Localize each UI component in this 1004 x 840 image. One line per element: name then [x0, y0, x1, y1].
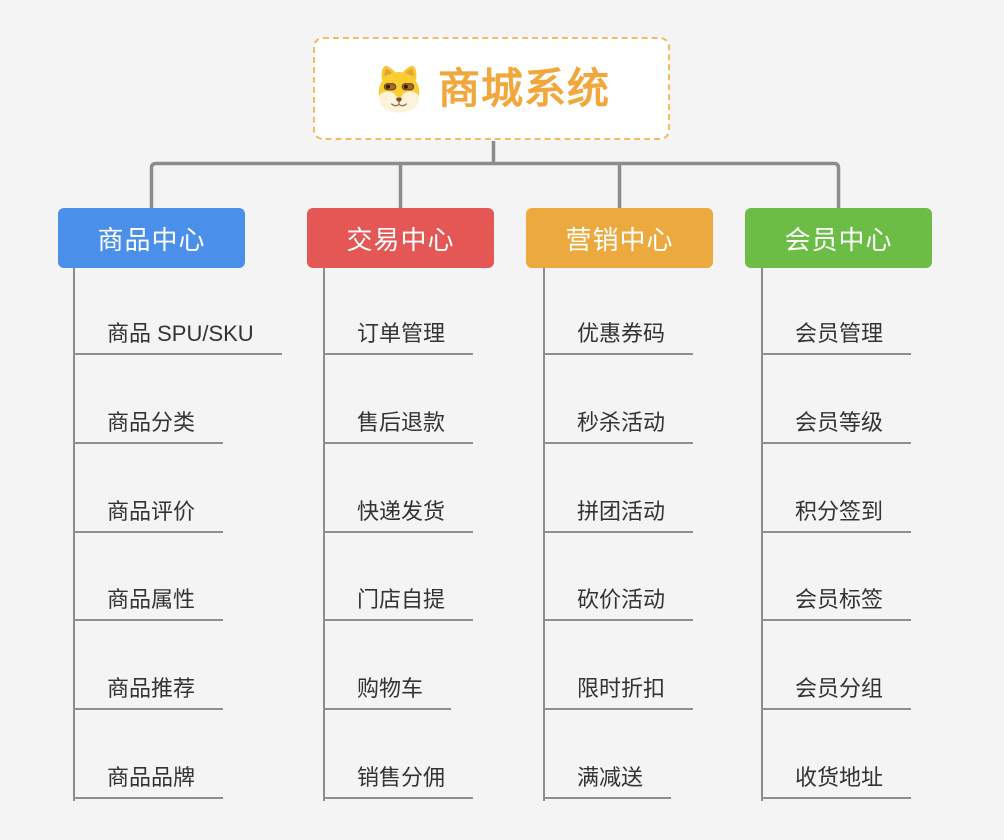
branch-node-1[interactable]: 商品中心 — [58, 208, 245, 268]
leaf-node[interactable]: 商品评价 — [73, 497, 224, 533]
leaf-node[interactable]: 销售分佣 — [323, 763, 474, 799]
branch-node-4[interactable]: 会员中心 — [745, 208, 932, 268]
branch-trunk-line — [73, 268, 75, 801]
branch-node-3[interactable]: 营销中心 — [526, 208, 713, 268]
leaf-node[interactable]: 订单管理 — [323, 319, 474, 355]
leaf-node[interactable]: 优惠券码 — [543, 319, 694, 355]
leaf-node[interactable]: 积分签到 — [761, 497, 912, 533]
root-node[interactable]: 商城系统 — [313, 37, 670, 140]
branch-trunk-line — [543, 268, 545, 801]
leaf-node[interactable]: 满减送 — [543, 763, 672, 799]
leaf-node[interactable]: 会员等级 — [761, 408, 912, 444]
bus-line — [149, 161, 841, 210]
shiba-dog-icon — [378, 64, 420, 113]
leaf-node[interactable]: 商品属性 — [73, 585, 224, 622]
leaf-node[interactable]: 限时折扣 — [543, 674, 694, 711]
leaf-node[interactable]: 拼团活动 — [543, 497, 694, 533]
leaf-node[interactable]: 商品品牌 — [73, 763, 224, 799]
leaf-node[interactable]: 会员标签 — [761, 585, 912, 622]
leaf-node[interactable]: 商品 SPU/SKU — [73, 319, 282, 355]
leaf-node[interactable]: 商品推荐 — [73, 674, 224, 711]
branch-trunk-line — [761, 268, 763, 801]
leaf-node[interactable]: 商品分类 — [73, 408, 224, 444]
leaf-node[interactable]: 售后退款 — [323, 408, 474, 444]
leaf-node[interactable]: 收货地址 — [761, 763, 912, 799]
root-title: 商城系统 — [437, 64, 610, 112]
leaf-node[interactable]: 门店自提 — [323, 585, 474, 622]
leaf-node[interactable]: 会员管理 — [761, 319, 912, 355]
leaf-node[interactable]: 购物车 — [323, 674, 452, 711]
branch-node-2[interactable]: 交易中心 — [307, 208, 494, 268]
leaf-node[interactable]: 快递发货 — [323, 497, 474, 533]
leaf-node[interactable]: 会员分组 — [761, 674, 912, 711]
leaf-node[interactable]: 砍价活动 — [543, 585, 694, 622]
leaf-node[interactable]: 秒杀活动 — [543, 408, 694, 444]
branch-trunk-line — [323, 268, 325, 801]
